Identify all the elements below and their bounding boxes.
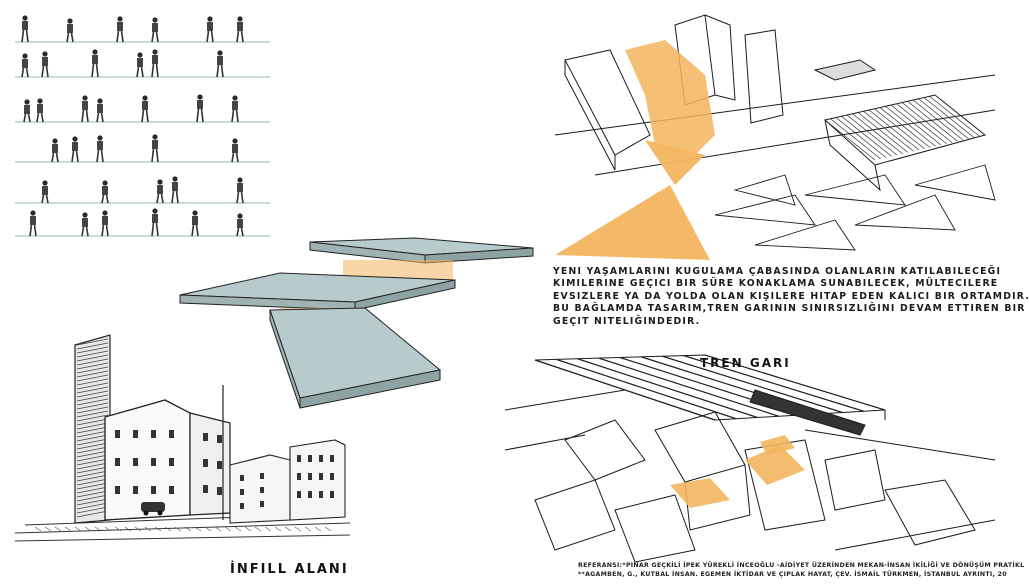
right-houses <box>229 439 346 524</box>
orange-infill-2 <box>745 445 805 485</box>
aerial-sketch-top <box>554 14 996 260</box>
block-b <box>654 411 746 483</box>
person-figure <box>29 210 37 237</box>
description-line: Yeni yaşamlarını kugulama çabasında olan… <box>553 266 1002 277</box>
person-figure <box>206 16 214 43</box>
person-figure <box>236 213 244 237</box>
orange-triangle-upper <box>645 140 705 185</box>
orange-corridor <box>625 40 715 155</box>
orange-triangle-lower <box>555 185 710 260</box>
slab-top <box>309 237 534 264</box>
person-figure <box>116 16 124 43</box>
block-left <box>564 49 651 156</box>
person-figure <box>151 49 159 78</box>
person-figure <box>156 179 164 204</box>
block-g <box>884 479 976 546</box>
references: REFERANSI:*PINAR GEÇKİLİ İPEK YÜREKLİ İN… <box>578 561 1025 579</box>
person-figure <box>231 95 239 123</box>
person-figure <box>81 95 89 123</box>
person-figure <box>196 94 204 123</box>
description-line: Bu bağlamda tasarım,tren garının sınırsı… <box>553 303 1026 315</box>
person-figure <box>151 17 159 43</box>
person-figure <box>51 138 59 163</box>
block-f <box>614 494 696 563</box>
person-figure <box>151 208 159 237</box>
person-figure <box>141 95 149 123</box>
person-figure <box>171 176 179 204</box>
description-line: kimilerine geçici bir süre konaklama sun… <box>553 278 999 290</box>
person-figure <box>216 50 224 78</box>
person-figure <box>96 98 104 123</box>
car <box>141 502 165 516</box>
aerial-sketch-train-station <box>504 354 996 563</box>
person-figure <box>66 18 74 43</box>
reference-line: **AGAMBEN, G., KUTBAL İNSAN. EGEMEN İKTİ… <box>578 571 1007 578</box>
person-figure <box>71 136 79 163</box>
person-figure <box>101 180 109 204</box>
slab-bottom <box>269 307 442 409</box>
ground-lines <box>14 516 351 542</box>
floating-slabs-diagram <box>179 237 534 409</box>
central-house <box>104 399 231 521</box>
project-description: Yeni yaşamlarını kugulama çabasında olan… <box>553 266 1030 328</box>
person-figure <box>36 98 44 123</box>
ground-scribbles <box>34 526 332 532</box>
person-figure <box>96 135 104 163</box>
person-figure <box>236 16 244 43</box>
description-line: evsizlere ya da yolda olan kişilere hita… <box>553 290 1030 302</box>
person-figure <box>91 49 99 78</box>
person-figure <box>21 15 29 43</box>
slab-middle <box>179 272 456 311</box>
train-station-label: TREN GARI <box>700 356 791 370</box>
orange-infill-3 <box>760 435 795 455</box>
tower-2 <box>744 29 784 124</box>
person-figure <box>101 210 109 237</box>
reference-line: REFERANSI:*PINAR GEÇKİLİ İPEK YÜREKLİ İN… <box>578 562 1025 569</box>
block-d <box>824 449 886 511</box>
people-rows <box>15 15 270 237</box>
block-e <box>534 479 616 551</box>
person-figure <box>23 99 31 123</box>
description-line: geçit niteliğindedir. <box>553 315 701 327</box>
people-figures-panel <box>15 15 270 237</box>
block-a <box>564 419 646 481</box>
person-figure <box>81 212 89 237</box>
person-figure <box>136 52 144 78</box>
orange-infill-1 <box>670 478 730 508</box>
person-figure <box>41 51 49 78</box>
person-figure <box>151 134 159 163</box>
person-figure <box>21 53 29 78</box>
person-figure <box>41 180 49 204</box>
person-figure <box>236 177 244 204</box>
infill-area-label: İNFILL ALANI <box>230 562 349 577</box>
infill-street-sketch <box>14 334 351 542</box>
person-figure <box>231 138 239 163</box>
long-building <box>823 94 987 166</box>
person-figure <box>191 210 199 237</box>
tall-building-left <box>74 334 111 524</box>
